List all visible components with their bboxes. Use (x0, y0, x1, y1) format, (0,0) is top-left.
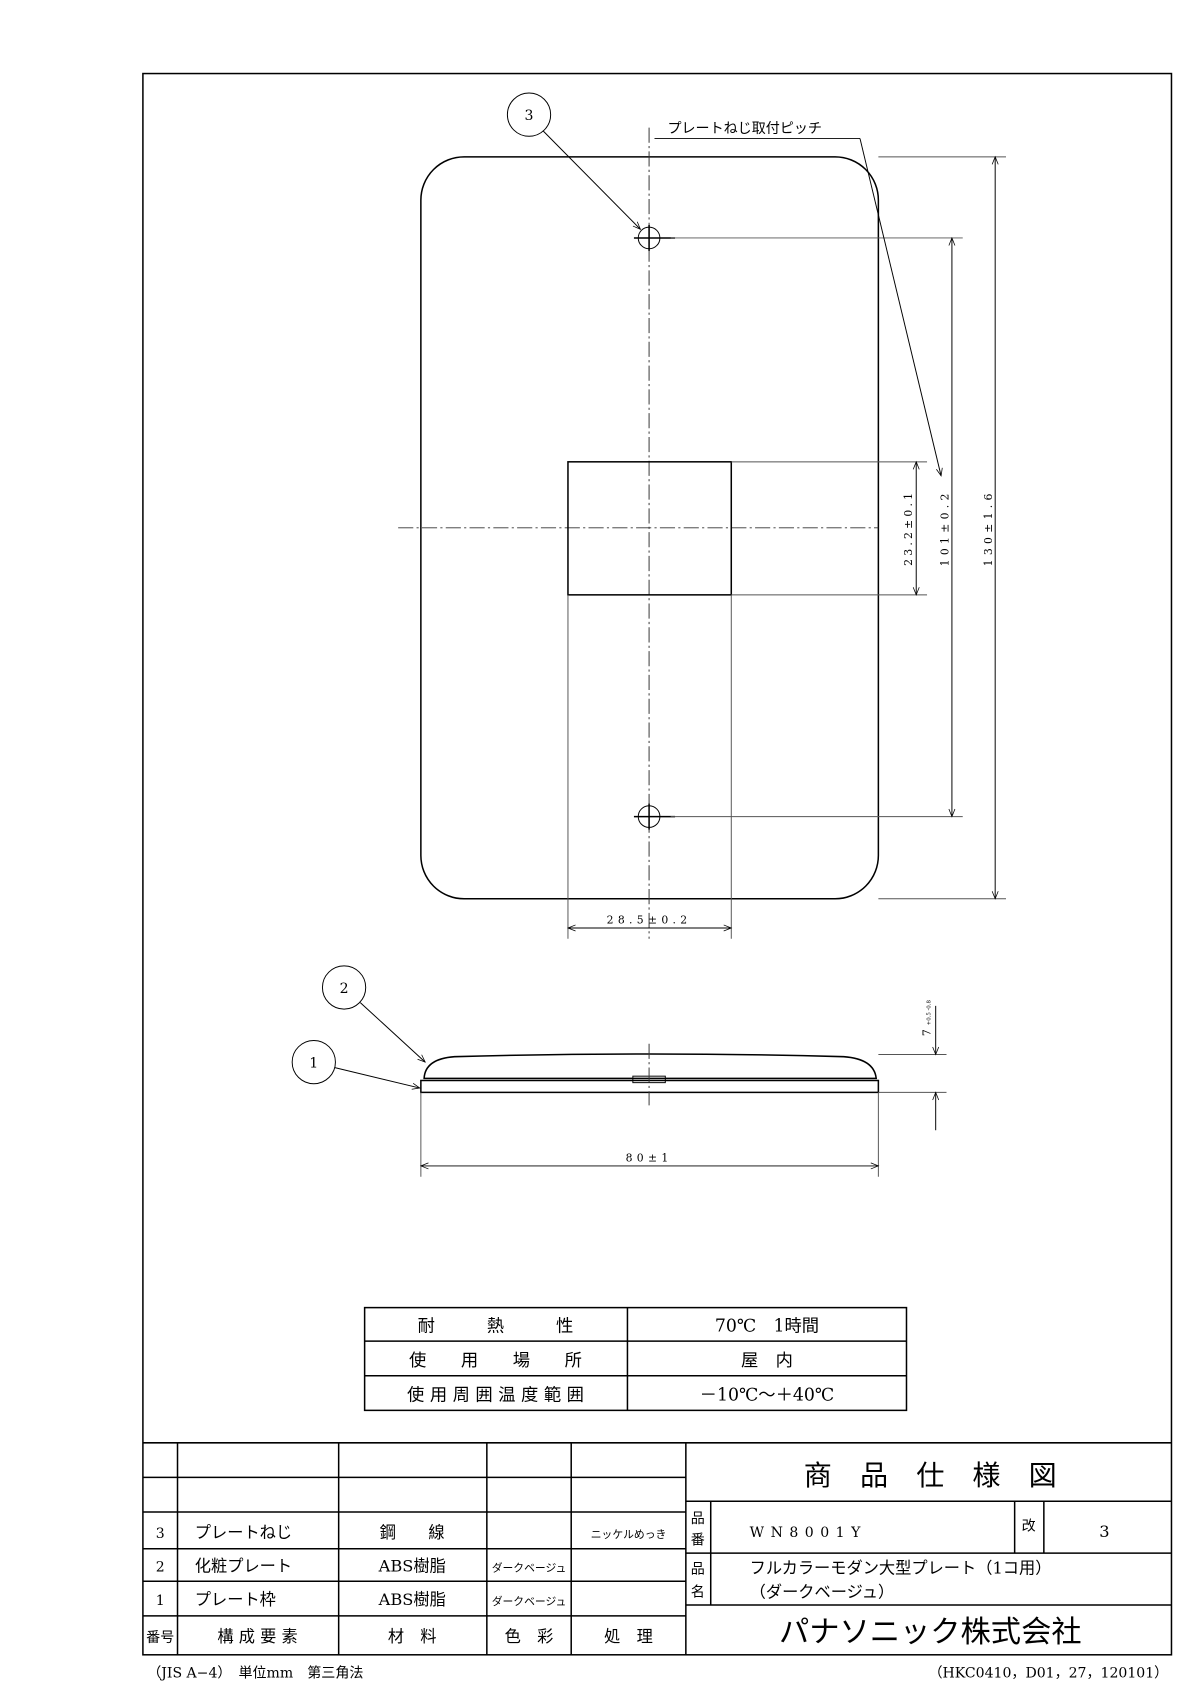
svg-text:ニッケルめっき: ニッケルめっき (591, 1528, 667, 1541)
balloon-2 (321, 965, 367, 1010)
name-label: 名 (691, 1584, 705, 1600)
spec-table: 耐 熱 性 70℃ 1時間 使 用 場 所 屋 内 使 用 周 囲 温 度 範 … (363, 1306, 908, 1412)
sheet-border (142, 72, 1173, 1656)
switch-window (567, 461, 733, 596)
balloon-3-label: 3 (525, 108, 534, 124)
balloon-1 (291, 1039, 336, 1085)
balloon-1-label: 1 (309, 1056, 318, 1072)
svg-text:プレート枠: プレート枠 (195, 1590, 276, 1609)
name-label: 品 (691, 1562, 705, 1578)
svg-text:色 彩: 色 彩 (505, 1627, 554, 1646)
front-view: 130±1.6 101±0.2 23.2±0.1 28.5±0.2 プレートねじ… (398, 92, 1006, 939)
revision: 3 (1099, 1522, 1109, 1541)
parts-row: 3 プレートねじ 鋼 線 ニッケルめっき (156, 1523, 667, 1542)
revision-label: 改 (1022, 1518, 1036, 1534)
dim-width: 80±1 (626, 1152, 673, 1165)
parts-list: 3 プレートねじ 鋼 線 ニッケルめっき 2 化粧プレート ABS樹脂 ダークベ… (142, 1442, 1172, 1655)
svg-text:番号: 番号 (146, 1630, 174, 1646)
screw-icon-bottom (633, 803, 676, 830)
product-name: フルカラーモダン大型プレート（1コ用） (750, 1559, 1052, 1578)
balloon-2-label: 2 (340, 981, 349, 997)
parts-header: 番号 構 成 要 素 材 料 色 彩 処 理 (146, 1627, 653, 1646)
dim-thickness-tol: +0.5 -0.8 (926, 1000, 932, 1026)
spec-value: －10℃～＋40℃ (700, 1386, 835, 1406)
dim-window-width: 28.5±0.2 (607, 914, 692, 927)
part-no-label: 品 (691, 1511, 705, 1527)
svg-text:ダークベージュ: ダークベージュ (492, 1561, 567, 1575)
cover-plate-profile (423, 1053, 878, 1080)
svg-text:ABS樹脂: ABS樹脂 (378, 1557, 446, 1576)
dim-window-height: 23.2±0.1 (902, 490, 915, 566)
svg-text:プレートねじ: プレートねじ (195, 1523, 292, 1542)
svg-text:ダークベージュ: ダークベージュ (492, 1594, 567, 1608)
frame-profile (420, 1079, 880, 1094)
screw-icon-top (633, 224, 676, 251)
dim-thickness: 7 (920, 1029, 933, 1036)
svg-text:3: 3 (156, 1526, 165, 1542)
part-number: WN8001Y (750, 1525, 867, 1541)
spec-label: 耐 熱 性 (418, 1316, 574, 1336)
product-color: （ダークベージュ） (750, 1582, 895, 1601)
footer-right: （HKC0410，D01，27，120101） (928, 1666, 1168, 1682)
dim-pitch: 101±0.2 (939, 489, 952, 566)
spec-value: 70℃ 1時間 (715, 1316, 819, 1336)
footer-left: （JIS A−4） 単位mm 第三角法 (147, 1665, 363, 1682)
title-block: 商 品 仕 様 図 品 番 WN8001Y 改 3 品 名 フルカラーモダン大型… (685, 1459, 1172, 1650)
svg-text:材 料: 材 料 (388, 1627, 437, 1646)
parts-row: 2 化粧プレート ABS樹脂 ダークベージュ (156, 1557, 567, 1576)
svg-text:1: 1 (156, 1593, 165, 1609)
dim-height: 130±1.6 (982, 489, 995, 566)
spec-label: 使 用 周 囲 温 度 範 囲 (407, 1385, 584, 1406)
balloon-3 (506, 92, 552, 137)
spec-label: 使 用 場 所 (409, 1350, 582, 1371)
parts-row: 1 プレート枠 ABS樹脂 ダークベージュ (156, 1590, 567, 1609)
side-view: 7 +0.5 -0.8 80±1 2 1 (291, 965, 947, 1177)
svg-text:構 成 要 素: 構 成 要 素 (217, 1627, 297, 1646)
svg-text:処 理: 処 理 (604, 1627, 653, 1646)
drawing-title: 商 品 仕 様 図 (804, 1459, 1057, 1492)
svg-text:ABS樹脂: ABS樹脂 (378, 1590, 446, 1609)
leader-label: プレートねじ取付ピッチ (667, 121, 822, 137)
svg-text:化粧プレート: 化粧プレート (195, 1557, 292, 1576)
part-no-label: 番 (691, 1532, 705, 1548)
spec-value: 屋 内 (741, 1351, 793, 1371)
svg-text:2: 2 (156, 1560, 165, 1576)
company-name: パナソニック株式会社 (779, 1615, 1082, 1650)
svg-text:鋼 線: 鋼 線 (380, 1523, 445, 1542)
